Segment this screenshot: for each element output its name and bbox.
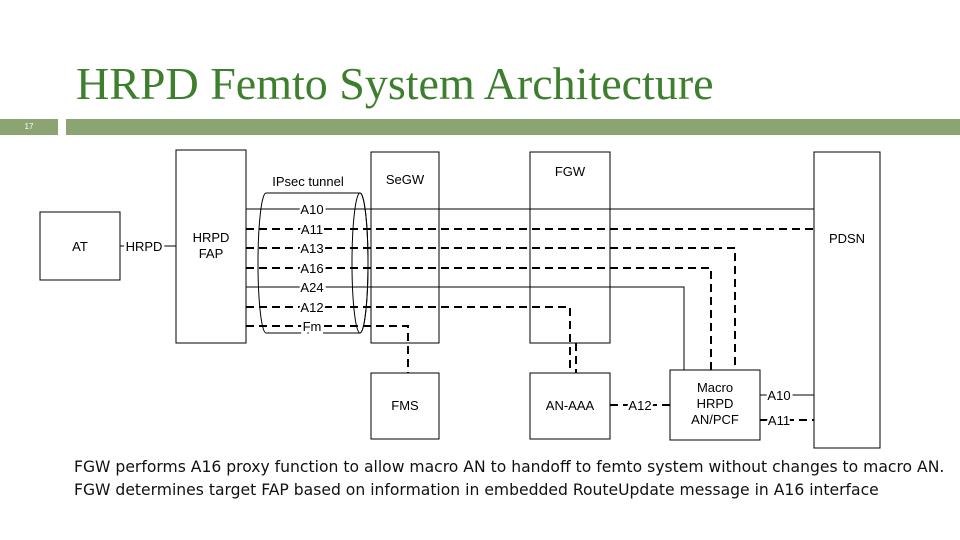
node-fgw: FGW — [555, 164, 586, 179]
node-macro-line1: Macro — [697, 380, 733, 395]
node-segw: SeGW — [386, 172, 425, 187]
node-an-aaa: AN-AAA — [546, 398, 595, 413]
node-at: AT — [72, 239, 88, 254]
node-macro-line3: AN/PCF — [691, 412, 739, 427]
pdsn-box — [813, 151, 881, 449]
aaa-link-label: A12 — [628, 398, 651, 413]
macro-pdsn-a10-label: A10 — [767, 388, 790, 403]
ipsec-tunnel-label: IPsec tunnel — [272, 174, 344, 189]
fms-box — [370, 372, 440, 440]
node-fms: FMS — [391, 398, 419, 413]
iface-a24: A24 — [300, 280, 323, 295]
slide-number-bar — [0, 119, 58, 135]
iface-a13: A13 — [300, 241, 323, 256]
a24-line — [246, 286, 685, 370]
iface-a11: A11 — [301, 222, 323, 237]
ipsec-tunnel-mouth — [351, 192, 369, 334]
iface-a10: A10 — [300, 202, 323, 217]
a16-line — [246, 267, 712, 370]
iface-a16: A16 — [300, 261, 323, 276]
node-pdsn: PDSN — [829, 231, 865, 246]
fm-line — [246, 325, 409, 373]
a12-line — [246, 306, 571, 373]
iface-a12: A12 — [300, 300, 323, 315]
slide-title: HRPD Femto System Architecture — [76, 58, 714, 109]
node-fap-line1: HRPD — [193, 230, 230, 245]
at-link-label: HRPD — [126, 239, 163, 254]
slide-caption: FGW performs A16 proxy function to allow… — [74, 458, 945, 499]
title-rule — [66, 119, 960, 135]
node-fap-line2: FAP — [199, 246, 224, 261]
macro-pdsn-a11-label: A11 — [768, 413, 790, 428]
node-macro-line2: HRPD — [697, 396, 734, 411]
slide-number: 17 — [24, 122, 34, 131]
a13-line — [246, 247, 736, 370]
iface-fm: Fm — [303, 319, 322, 334]
